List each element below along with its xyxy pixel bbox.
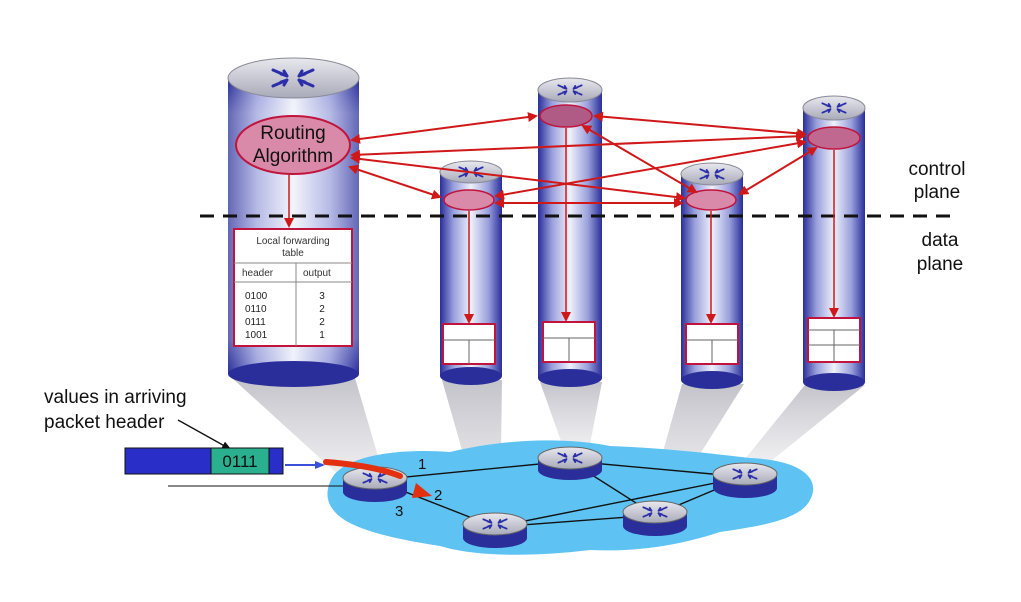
control-plane-label-line2: plane <box>914 182 961 203</box>
values-label-line2: packet header <box>44 412 165 433</box>
packet-header-value: 0111 <box>222 452 257 471</box>
control-agent-5 <box>807 126 861 150</box>
arriving-packet: 0111 <box>124 447 284 475</box>
beam-5 <box>740 385 865 470</box>
forwarding-arrowhead <box>412 483 432 498</box>
routing-label-line2: Algorithm <box>253 146 333 167</box>
table-row-header: 0110 <box>245 304 267 315</box>
control-arrows <box>348 111 818 208</box>
network-router-2 <box>537 446 603 480</box>
data-plane-label-line1: data <box>922 230 959 251</box>
table-col-output: output <box>303 268 331 279</box>
beam-3 <box>540 382 602 455</box>
network-router-5 <box>712 462 778 498</box>
table-row-output: 2 <box>319 304 325 315</box>
routing-label-line1: Routing <box>260 123 326 144</box>
flow-table-4 <box>685 323 739 365</box>
control-agent-3 <box>539 104 593 128</box>
table-title-line2: table <box>282 248 304 259</box>
flow-table-5 <box>807 317 861 363</box>
table-row-output: 3 <box>319 291 325 302</box>
control-agent-4 <box>685 189 737 211</box>
flow-table-3 <box>542 321 596 363</box>
forwarding-path-arrow <box>323 459 403 479</box>
control-agent-2 <box>443 189 495 211</box>
port-label-2: 2 <box>434 487 442 504</box>
values-label-line1: values in arriving <box>44 387 187 408</box>
network-cloud <box>327 440 814 555</box>
table-col-header: header <box>242 268 274 279</box>
table-row-output: 2 <box>319 317 325 328</box>
table-install-arrows <box>284 128 839 324</box>
port-label-1: 1 <box>418 456 426 473</box>
table-row-output: 1 <box>319 330 325 341</box>
table-title-line1: Local forwarding <box>256 236 329 247</box>
table-row-header: 0111 <box>245 317 266 328</box>
network-router-3 <box>462 512 528 548</box>
table-row-header: 1001 <box>245 330 268 341</box>
port-label-3: 3 <box>395 503 403 520</box>
local-forwarding-table: Local forwarding table header output 010… <box>233 228 353 347</box>
routing-algorithm-ellipse <box>235 115 351 175</box>
data-plane-label-line2: plane <box>917 254 964 275</box>
network-router-4 <box>622 500 688 536</box>
flow-table-2 <box>442 323 496 365</box>
table-row-header: 0100 <box>245 291 268 302</box>
control-plane-label-line1: control <box>908 159 965 180</box>
values-pointer-arrow <box>177 419 232 450</box>
network-router-1 <box>342 466 408 502</box>
